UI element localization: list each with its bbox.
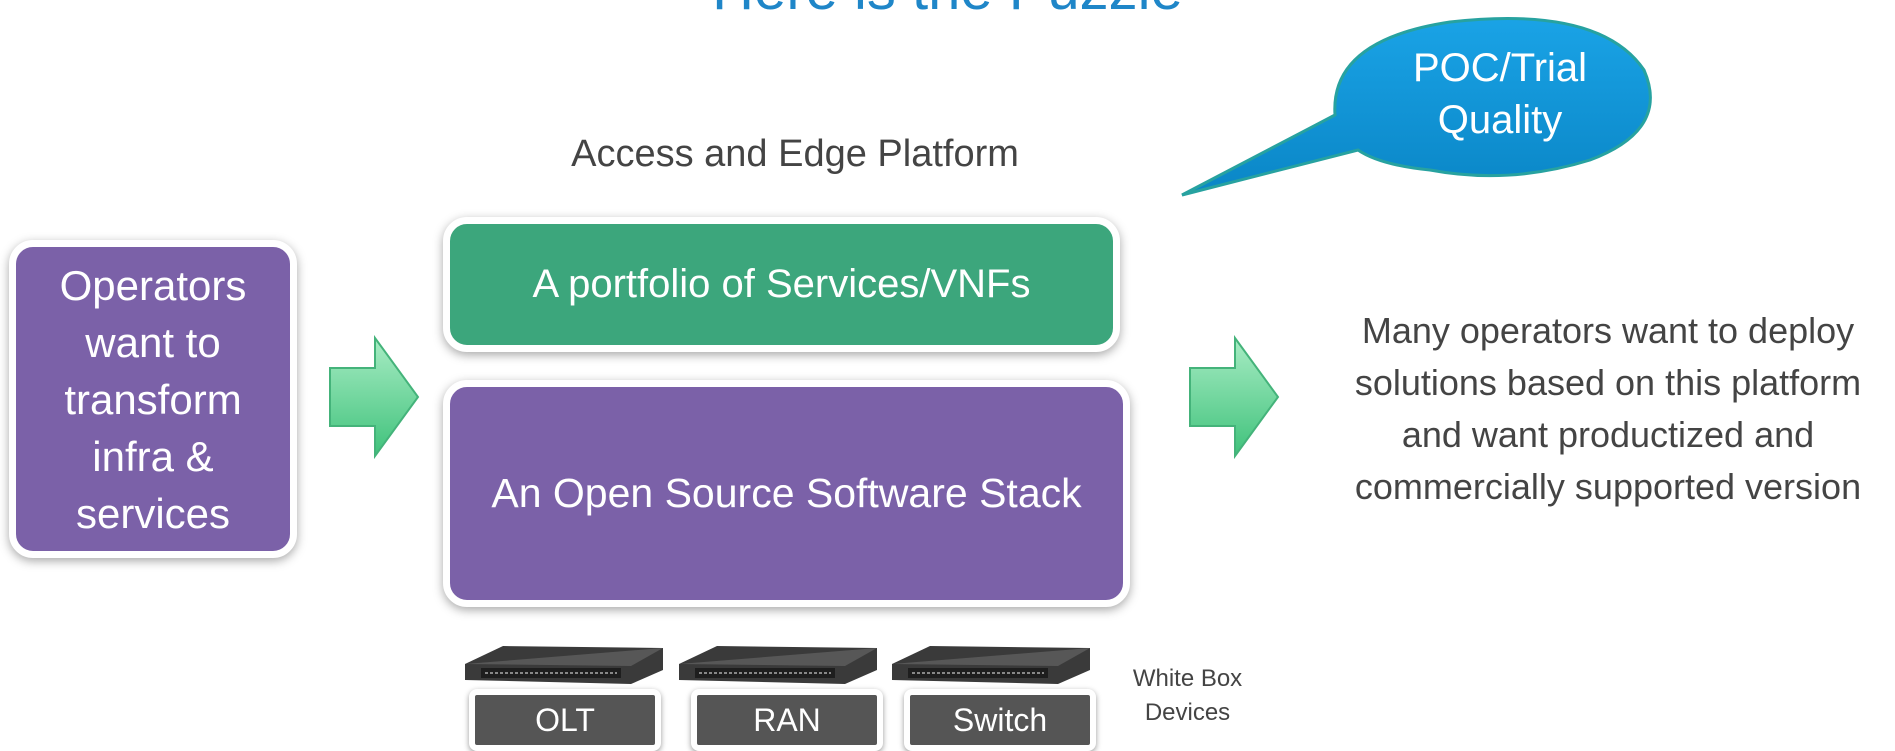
device-olt: OLT (463, 640, 663, 751)
demand-line: Many operators want to deploy (1361, 310, 1855, 351)
callout-text: POC/Trial Quality (1370, 42, 1630, 146)
callout-line: POC/Trial (1412, 46, 1588, 90)
white-box-line: Devices (1144, 699, 1231, 726)
rack-switch-icon (465, 646, 663, 684)
operators-line: infra & (92, 432, 214, 480)
demand-line: commercially supported version (1354, 466, 1862, 507)
callout-bubble (1181, 16, 1652, 197)
device-label: RAN (691, 689, 883, 751)
white-box-label: White Box Devices (1100, 662, 1275, 730)
device-label: Switch (904, 689, 1096, 751)
operators-line: services (75, 489, 231, 537)
operators-line: want to (85, 318, 221, 366)
device-switch: Switch (890, 640, 1096, 751)
services-label: A portfolio of Services/VNFs (532, 262, 1031, 306)
device-label: OLT (469, 689, 661, 751)
operators-line: Operators (59, 261, 247, 309)
right-arrow-icon (1189, 335, 1280, 460)
operators-box: Operators want to transform infra & serv… (9, 240, 297, 558)
services-box: A portfolio of Services/VNFs (443, 217, 1120, 352)
callout-line: Quality (1437, 98, 1563, 142)
demand-line: solutions based on this platform (1354, 362, 1862, 403)
device-ran: RAN (677, 640, 883, 751)
white-box-line: White Box (1132, 665, 1243, 692)
software-stack-box: An Open Source Software Stack (443, 380, 1130, 607)
operators-line: transform (64, 375, 242, 423)
rack-switch-icon (892, 646, 1090, 684)
operators-demand-text: Many operators want to deploy solutions … (1318, 305, 1895, 513)
page-title: Here is the Puzzle (0, 0, 1895, 20)
rack-switch-icon (679, 646, 877, 684)
stack-label: An Open Source Software Stack (491, 470, 1082, 516)
right-arrow-icon (329, 335, 420, 460)
demand-line: and want productized and (1401, 414, 1815, 455)
platform-label: Access and Edge Platform (571, 133, 1019, 175)
